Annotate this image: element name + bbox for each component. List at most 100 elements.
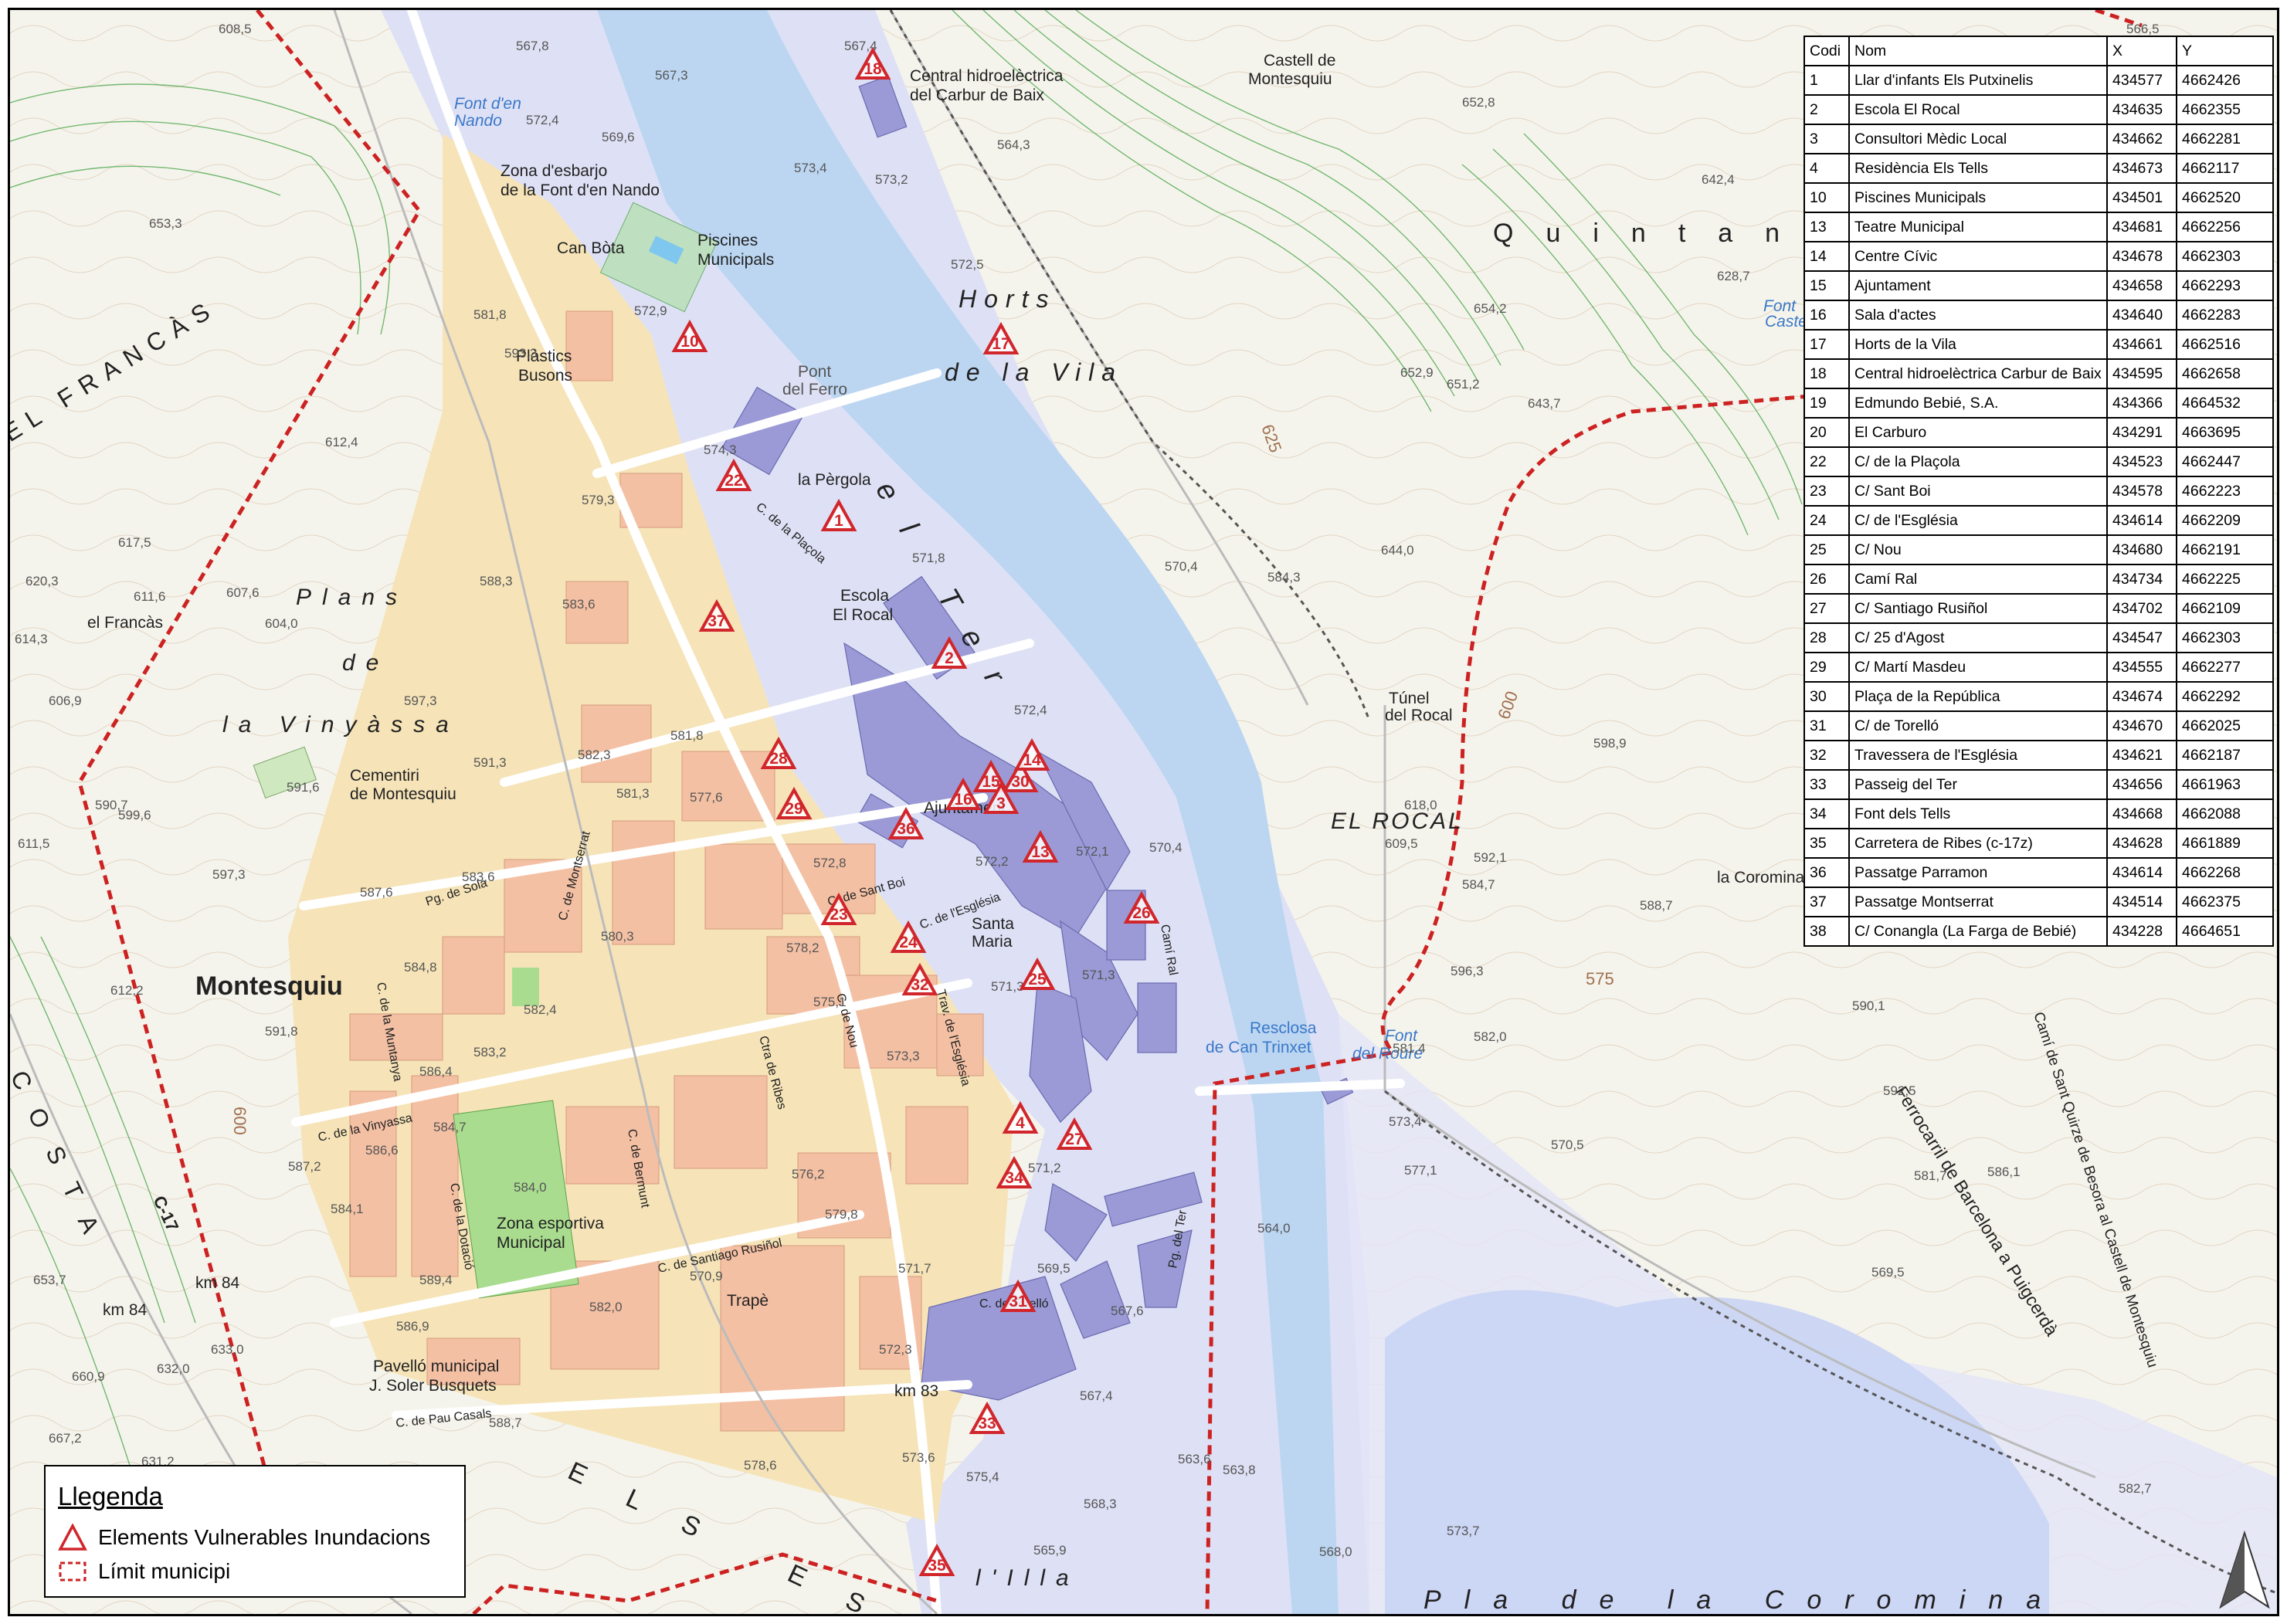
table-cell-y: 4662088 bbox=[2176, 798, 2274, 829]
marker-triangle-icon bbox=[1019, 957, 1056, 990]
svg-text:611,6: 611,6 bbox=[134, 589, 165, 604]
svg-text:582,7: 582,7 bbox=[2119, 1481, 2152, 1496]
table-cell-y: 4662447 bbox=[2176, 446, 2274, 477]
pool bbox=[648, 236, 684, 265]
vulnerable-marker-35[interactable]: 35 bbox=[918, 1543, 955, 1576]
svg-text:572,5: 572,5 bbox=[951, 257, 984, 272]
table-cell-y: 4664651 bbox=[2176, 916, 2274, 947]
marker-label: 35 bbox=[928, 1557, 946, 1575]
svg-text:Font: Font bbox=[1385, 1027, 1418, 1045]
table-cell-code: 29 bbox=[1803, 652, 1850, 683]
vulnerable-marker-17[interactable]: 17 bbox=[982, 321, 1020, 354]
vulnerable-marker-18[interactable]: 18 bbox=[854, 46, 891, 80]
svg-text:567,8: 567,8 bbox=[516, 39, 549, 53]
vulnerable-marker-14[interactable]: 14 bbox=[1013, 737, 1050, 771]
vulnerable-marker-22[interactable]: 22 bbox=[715, 458, 752, 491]
vulnerable-marker-10[interactable]: 10 bbox=[671, 319, 708, 352]
marker-triangle-icon bbox=[918, 1543, 955, 1576]
vulnerable-marker-25[interactable]: 25 bbox=[1019, 957, 1056, 990]
svg-text:567,4: 567,4 bbox=[1080, 1388, 1113, 1403]
vulnerable-marker-29[interactable]: 29 bbox=[775, 786, 813, 819]
svg-text:572,8: 572,8 bbox=[813, 856, 847, 870]
table-cell-y: 4662283 bbox=[2176, 300, 2274, 331]
marker-triangle-icon bbox=[887, 806, 925, 839]
vulnerable-marker-16[interactable]: 16 bbox=[945, 777, 982, 810]
vulnerable-marker-33[interactable]: 33 bbox=[969, 1401, 1006, 1434]
vulnerable-marker-27[interactable]: 27 bbox=[1056, 1117, 1093, 1150]
vulnerable-marker-32[interactable]: 32 bbox=[901, 962, 938, 995]
vulnerable-marker-1[interactable]: 1 bbox=[820, 498, 857, 531]
svg-text:608,5: 608,5 bbox=[219, 22, 252, 36]
svg-text:km 83: km 83 bbox=[894, 1382, 938, 1400]
svg-text:km 84: km 84 bbox=[103, 1301, 148, 1319]
table-cell-y: 4662516 bbox=[2176, 329, 2274, 360]
marker-label: 37 bbox=[707, 612, 725, 630]
north-arrow-icon bbox=[2219, 1530, 2270, 1609]
svg-text:584,0: 584,0 bbox=[514, 1180, 547, 1195]
table-cell-code: 17 bbox=[1803, 329, 1850, 360]
vulnerable-marker-36[interactable]: 36 bbox=[887, 806, 925, 839]
vulnerable-marker-28[interactable]: 28 bbox=[760, 736, 797, 769]
table-cell-y: 4662223 bbox=[2176, 476, 2274, 507]
svg-text:633,0: 633,0 bbox=[211, 1342, 244, 1357]
svg-text:593,3: 593,3 bbox=[504, 346, 538, 361]
table-cell-name: C/ de l'Església bbox=[1848, 505, 2108, 536]
table-cell-code: 4 bbox=[1803, 153, 1850, 184]
marker-label: 23 bbox=[830, 906, 847, 924]
vulnerable-marker-23[interactable]: 23 bbox=[820, 892, 857, 925]
svg-text:del Roure: del Roure bbox=[1352, 1045, 1423, 1063]
marker-label: 14 bbox=[1023, 751, 1041, 769]
table-cell-code: 25 bbox=[1803, 534, 1850, 565]
svg-text:584,7: 584,7 bbox=[1462, 877, 1495, 892]
forest-areas bbox=[10, 10, 1803, 1478]
svg-text:567,3: 567,3 bbox=[655, 68, 688, 83]
vulnerable-marker-15[interactable]: 15 bbox=[972, 759, 1009, 792]
table-cell-code: 20 bbox=[1803, 417, 1850, 448]
table-cell-y: 4662209 bbox=[2176, 505, 2274, 536]
table-cell-x: 434678 bbox=[2106, 241, 2177, 272]
vulnerable-marker-30[interactable]: 30 bbox=[1002, 759, 1039, 792]
dashed-red-box-icon bbox=[59, 1561, 87, 1582]
table-cell-x: 434673 bbox=[2106, 153, 2177, 184]
vulnerable-marker-34[interactable]: 34 bbox=[996, 1155, 1033, 1188]
table-cell-x: 434681 bbox=[2106, 212, 2177, 242]
table-cell-name: Travessera de l'Església bbox=[1848, 740, 2108, 771]
table-cell-x: 434578 bbox=[2106, 476, 2177, 507]
vulnerable-marker-26[interactable]: 26 bbox=[1123, 890, 1160, 924]
svg-text:571,3: 571,3 bbox=[991, 979, 1024, 994]
label-de-la-vila: de la Vila bbox=[945, 358, 1123, 386]
vulnerable-marker-2[interactable]: 2 bbox=[931, 636, 968, 669]
table-cell-code: 28 bbox=[1803, 622, 1850, 653]
svg-text:569,5: 569,5 bbox=[1871, 1265, 1905, 1280]
label-quintans: Quintans bbox=[1493, 219, 1858, 248]
table-cell-name: Teatre Municipal bbox=[1848, 212, 2108, 242]
table-cell-y: 4662658 bbox=[2176, 358, 2274, 389]
vulnerable-marker-24[interactable]: 24 bbox=[890, 920, 927, 953]
table-cell-name: C/ de la Plaçola bbox=[1848, 446, 2108, 477]
svg-text:Zona d'esbarjo: Zona d'esbarjo bbox=[500, 162, 607, 180]
marker-triangle-icon bbox=[982, 781, 1020, 814]
svg-text:de Montesquiu: de Montesquiu bbox=[350, 785, 456, 803]
svg-text:582,0: 582,0 bbox=[589, 1300, 623, 1314]
vulnerable-marker-37[interactable]: 37 bbox=[698, 598, 735, 632]
vulnerable-marker-4[interactable]: 4 bbox=[1002, 1100, 1039, 1134]
table-cell-name: Camí Ral bbox=[1848, 564, 2108, 595]
table-cell-code: 24 bbox=[1803, 505, 1850, 536]
vulnerable-marker-3[interactable]: 3 bbox=[982, 781, 1020, 814]
vulnerable-marker-31[interactable]: 31 bbox=[999, 1279, 1037, 1312]
svg-text:575: 575 bbox=[1586, 969, 1614, 988]
table-cell-name: Consultori Mèdic Local bbox=[1848, 124, 2108, 154]
vulnerable-marker-13[interactable]: 13 bbox=[1022, 829, 1059, 863]
svg-text:del Ferro: del Ferro bbox=[782, 381, 847, 398]
marker-triangle-icon bbox=[972, 759, 1009, 792]
marker-label: 17 bbox=[992, 335, 1009, 353]
table-cell-code: 16 bbox=[1803, 300, 1850, 331]
svg-text:del Rocal: del Rocal bbox=[1385, 707, 1453, 724]
svg-text:583,6: 583,6 bbox=[562, 597, 596, 612]
